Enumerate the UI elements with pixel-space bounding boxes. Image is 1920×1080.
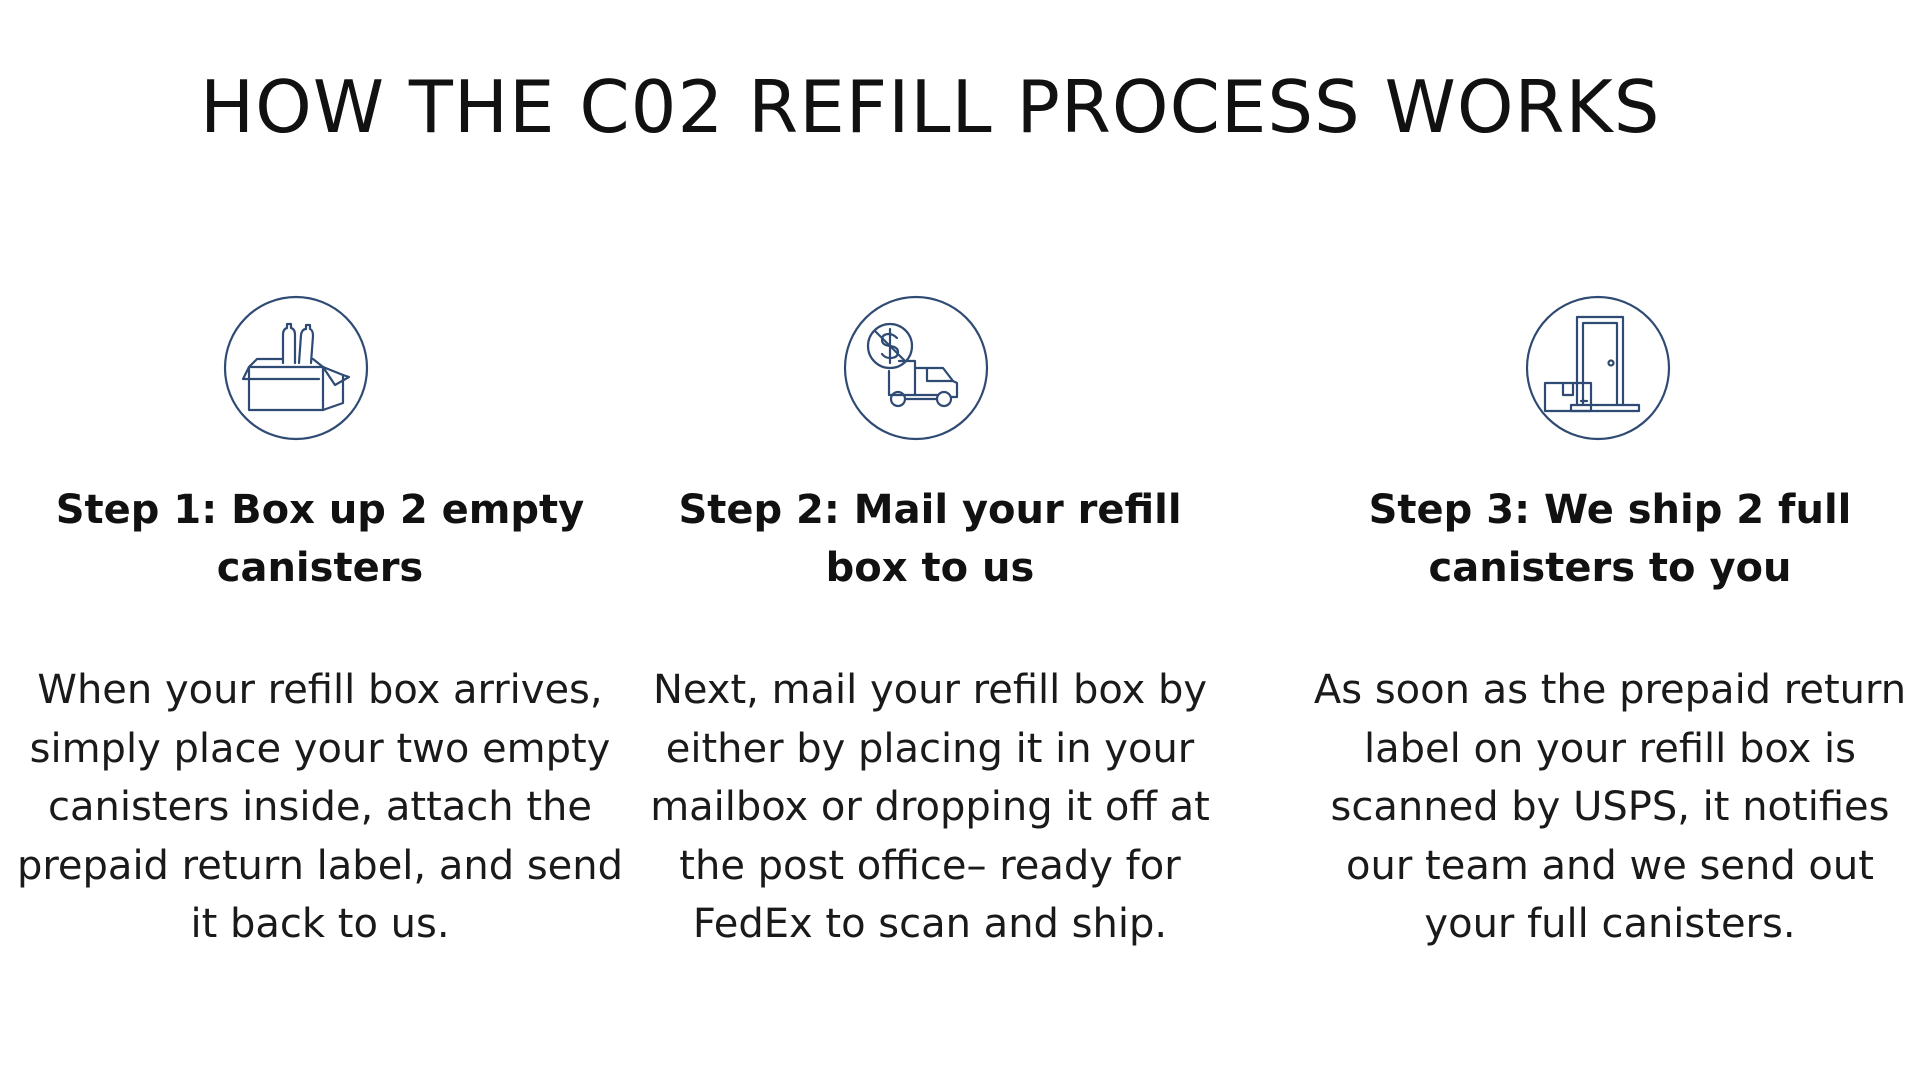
step-description: As soon as the prepaid return label on y… xyxy=(1313,667,1907,947)
delivery-truck-no-cost-icon xyxy=(843,295,989,441)
step-heading: Step 1: Box up 2 empty canisters xyxy=(55,487,585,591)
step-description: When your refill box arrives, simply pla… xyxy=(16,667,624,947)
page-title: HOW THE C02 REFILL PROCESS WORKS xyxy=(200,65,1661,149)
step-heading: Step 2: Mail your refill box to us xyxy=(678,487,1182,591)
step-3: Step 3: We ship 2 full canisters to you … xyxy=(1290,295,1920,954)
step-1: Step 1: Box up 2 empty canisters When yo… xyxy=(0,295,640,954)
package-at-door-icon xyxy=(1525,295,1671,441)
open-box-with-canisters-icon xyxy=(223,295,369,441)
step-2: Step 2: Mail your refill box to us Next,… xyxy=(610,295,1250,954)
step-heading: Step 3: We ship 2 full canisters to you xyxy=(1368,487,1852,591)
step-description: Next, mail your refill box by either by … xyxy=(650,667,1210,947)
